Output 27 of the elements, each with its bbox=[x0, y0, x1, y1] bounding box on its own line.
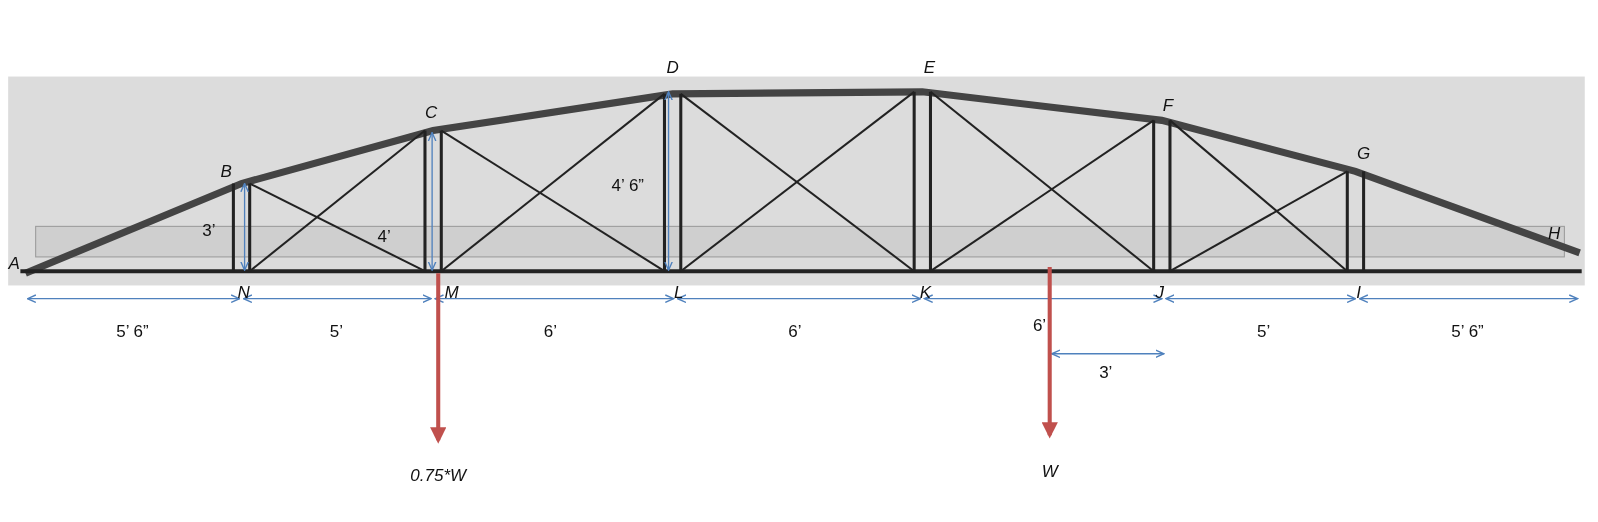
joint-label: I bbox=[1356, 284, 1361, 301]
joint-label: K bbox=[919, 284, 932, 301]
joint-label: D bbox=[666, 58, 679, 76]
joint-label: J bbox=[1155, 284, 1164, 301]
load-label: 0.75*W bbox=[410, 466, 467, 484]
dimension-label: 5’ bbox=[329, 322, 343, 340]
joint-label: H bbox=[1548, 224, 1561, 242]
joint-label: M bbox=[444, 284, 459, 301]
joint-label: E bbox=[923, 58, 936, 76]
joint-label: B bbox=[220, 162, 232, 180]
joint-label: F bbox=[1162, 96, 1174, 114]
dimension-label: 6’ bbox=[788, 322, 802, 340]
joint-label: L bbox=[674, 284, 684, 301]
dimension-label: 5’ 6” bbox=[1451, 322, 1484, 340]
dimension-label: 3’ bbox=[202, 221, 216, 239]
joint-label: C bbox=[424, 103, 438, 121]
load-label: W bbox=[1041, 462, 1058, 480]
joint-label: G bbox=[1357, 144, 1371, 162]
dimension-label: 6’ bbox=[543, 322, 557, 340]
dimension-label: 6’ bbox=[1032, 316, 1047, 334]
dimension-label: 5’ bbox=[1257, 322, 1271, 340]
joint-label: A bbox=[8, 254, 20, 272]
dimension-label: 4’ bbox=[377, 227, 391, 245]
dimension-label: 3’ bbox=[1099, 363, 1113, 381]
joint-label: N bbox=[237, 284, 250, 301]
dimension-label: 5’ 6” bbox=[116, 322, 149, 340]
dimension-label: 4’ 6” bbox=[611, 176, 644, 194]
